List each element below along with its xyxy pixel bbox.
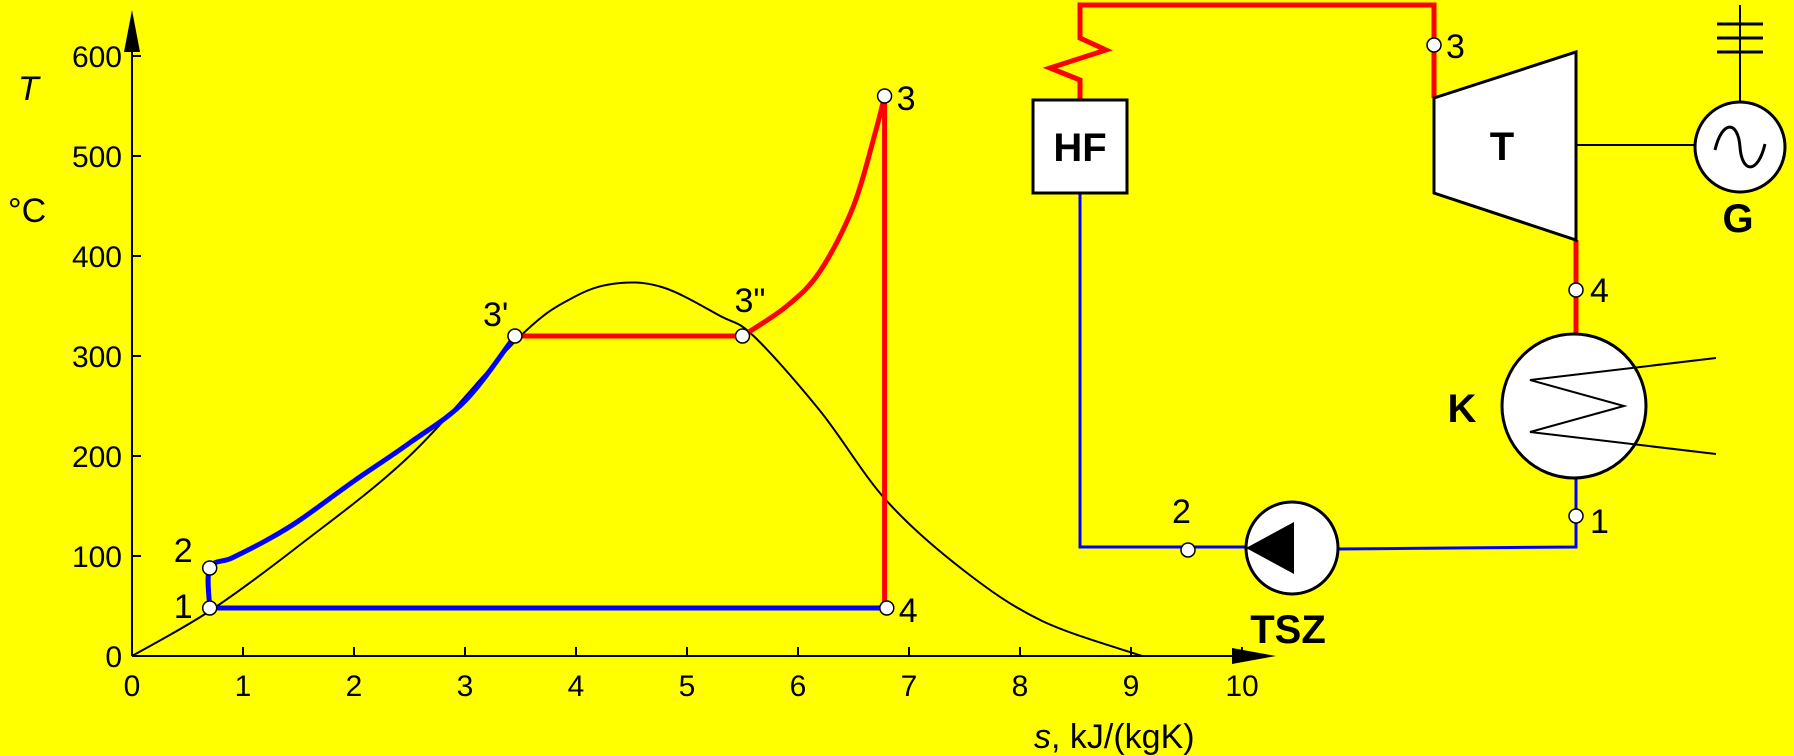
state-point-marker <box>507 328 523 344</box>
state-point-marker <box>876 88 893 104</box>
state-point-marker <box>201 600 218 616</box>
state-point-marker <box>734 328 751 344</box>
schematic-point-1 <box>1568 508 1584 524</box>
schematic-label-2: 2 <box>1172 493 1191 531</box>
schematic-label-3: 3 <box>1446 28 1465 66</box>
state-point-label: 3' <box>483 296 508 334</box>
y-tick-label: 600 <box>72 41 122 74</box>
state-point-label: 1 <box>174 588 193 626</box>
x-tick-label: 2 <box>346 670 363 703</box>
x-tick-label: 1 <box>235 670 252 703</box>
state-point-label: 4 <box>899 592 918 630</box>
pump-label: TSZ <box>1250 608 1326 652</box>
pump-arrow-icon <box>1246 522 1294 574</box>
y-tick-label: 300 <box>72 341 122 374</box>
x-tick-label: 6 <box>790 670 807 703</box>
cooling-coil <box>1529 357 1717 455</box>
steam-pipe-boiler-to-turbine <box>1042 2 1437 100</box>
water-pipe-condenser-to-pump <box>1337 478 1578 551</box>
schematic-label-1: 1 <box>1590 503 1609 541</box>
state-point-marker <box>879 600 895 616</box>
ac-wave-icon <box>1713 125 1767 169</box>
schematic-point-2 <box>1180 542 1196 558</box>
x-tick-label: 10 <box>1225 670 1258 703</box>
x-tick-label: 0 <box>124 670 141 703</box>
turbine-shape <box>1432 49 1578 243</box>
plant-schematic: HF T G K TSZ 3 4 1 2 <box>1031 2 1787 652</box>
state-point-label: 3 <box>897 80 916 118</box>
state-point-marker <box>201 560 218 576</box>
schematic-point-3 <box>1426 37 1442 53</box>
y-tick-label: 0 <box>105 641 122 674</box>
y-tick-label: 400 <box>72 241 122 274</box>
generator-label: G <box>1722 197 1753 241</box>
x-tick-label: 5 <box>679 670 696 703</box>
x-axis-label: s, kJ/(kgK) <box>1034 718 1195 756</box>
y-axis-symbol: T <box>18 70 41 108</box>
condenser-label: K <box>1448 387 1477 431</box>
liquid-heating-line <box>205 334 517 609</box>
saturation-dome-curve <box>131 281 1143 657</box>
x-axis-unit: , kJ/(kgK) <box>1051 718 1195 756</box>
x-tick-label: 8 <box>1012 670 1029 703</box>
x-tick-label: 7 <box>901 670 918 703</box>
y-tick-label: 200 <box>72 441 122 474</box>
y-axis-arrow-icon <box>124 10 140 52</box>
boiler-box <box>1031 98 1129 195</box>
x-tick-label: 4 <box>568 670 585 703</box>
x-axis-symbol: s <box>1034 718 1051 756</box>
x-tick-label: 3 <box>457 670 474 703</box>
y-tick-label: 100 <box>72 541 122 574</box>
water-pipe-pump-to-boiler <box>1078 193 1246 549</box>
boiler-label: HF <box>1053 126 1106 170</box>
x-tick-label: 9 <box>1123 670 1140 703</box>
superheating-line <box>741 95 888 339</box>
y-axis-unit: °C <box>8 192 46 230</box>
state-point-label: 2 <box>174 532 193 570</box>
turbine-label: T <box>1490 125 1514 169</box>
state-points: 1 2 3' 3" 3 4 <box>174 80 918 630</box>
chart-axes <box>124 10 1276 664</box>
schematic-label-4: 4 <box>1590 272 1609 310</box>
state-point-label: 3" <box>735 282 766 320</box>
y-tick-label: 500 <box>72 141 122 174</box>
ground-icon <box>1717 22 1763 54</box>
schematic-point-4 <box>1568 282 1584 298</box>
